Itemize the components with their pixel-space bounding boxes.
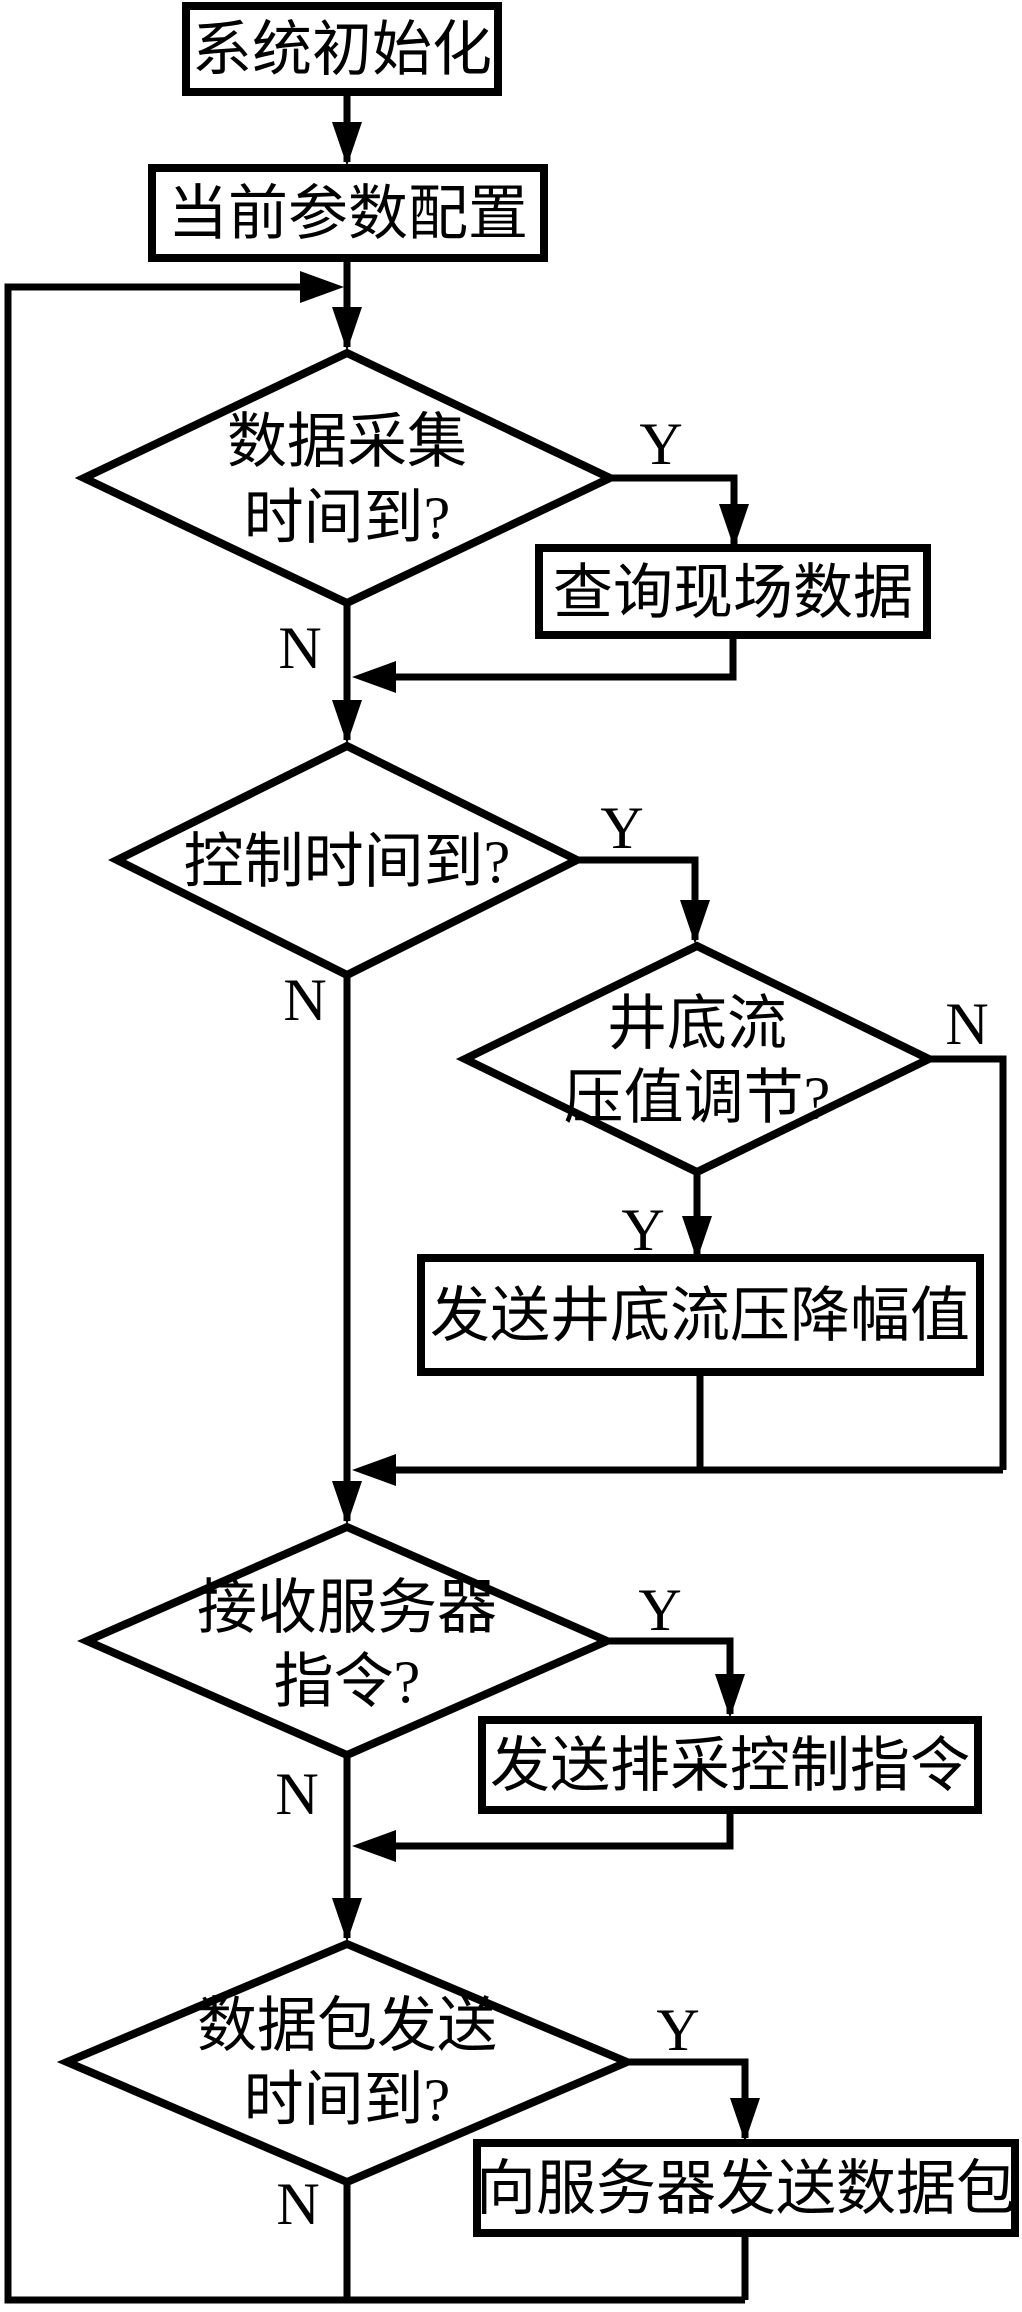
bhp-adjust-line2: 压值调节? (564, 1065, 831, 1131)
edge-collect-yes (610, 474, 738, 544)
packet-time-diamond (56, 1939, 638, 2187)
packet-time-no-label: N (276, 2171, 319, 2237)
node-query-field-data: 查询现场数据 (535, 544, 931, 639)
collect-time-no-label: N (278, 615, 321, 681)
node-param-config: 当前参数配置 (148, 164, 548, 262)
edge-server-yes (607, 1637, 734, 1714)
send-packet-box (473, 2139, 1019, 2237)
bhp-adjust-diamond (455, 941, 939, 1177)
node-send-bhp-drop: 发送井底流压降幅值 (417, 1254, 984, 1376)
packet-time-line1: 数据包发送 (197, 1993, 497, 2059)
control-time-line1: 控制时间到? (184, 829, 511, 895)
bhp-adjust-yes-label: Y (621, 1197, 664, 1263)
node-server-cmd-decision: 接收服务器 指令? Y N (77, 1522, 682, 1827)
control-time-yes-label: Y (600, 795, 643, 861)
node-control-time-decision: 控制时间到? Y N (108, 741, 644, 1033)
arrowhead-into-config (332, 122, 362, 166)
bhp-adjust-no-label: N (945, 991, 988, 1057)
arrowhead-into-query-box (719, 504, 749, 548)
send-packet-label: 向服务器发送数据包 (476, 2156, 1016, 2222)
collect-time-line1: 数据采集 (227, 409, 467, 475)
control-time-diamond (108, 741, 586, 980)
query-field-data-label: 查询现场数据 (553, 560, 913, 626)
send-bhp-drop-box (417, 1254, 984, 1376)
init-label: 系统初始化 (192, 17, 492, 83)
edge-bhp-no (929, 1055, 1007, 1470)
arrowhead-into-bhp-decision (680, 900, 710, 944)
param-config-label: 当前参数配置 (168, 181, 528, 247)
server-cmd-no-label: N (275, 1761, 318, 1827)
edge-query-to-junction1 (396, 635, 737, 681)
server-cmd-diamond (77, 1522, 617, 1760)
edge-return-loop (4, 283, 745, 2304)
edge-control-yes (577, 856, 699, 940)
arrowhead-junction3 (352, 1830, 396, 1862)
server-cmd-line1: 接收服务器 (197, 1575, 497, 1641)
arrowhead-into-sendpacket-box (730, 2098, 760, 2142)
arrowhead-into-sendbhp-box (682, 1216, 712, 1260)
arrowhead-junction2 (352, 1454, 396, 1486)
node-packet-time-decision: 数据包发送 时间到? Y N (56, 1939, 700, 2237)
edge-packet-yes (627, 2058, 749, 2138)
node-send-packet: 向服务器发送数据包 (473, 2139, 1019, 2237)
arrowhead-into-control-decision (332, 700, 362, 744)
arrowhead-loop-entry (300, 271, 344, 303)
collect-time-diamond (74, 348, 620, 608)
node-bhp-adjust-decision: 井底流 压值调节? N Y (455, 941, 989, 1263)
arrowhead-into-server-decision (332, 1481, 362, 1525)
send-drainage-cmd-box (478, 1716, 982, 1814)
node-collect-time-decision: 数据采集 时间到? Y N (74, 348, 683, 681)
server-cmd-line2: 指令? (274, 1649, 421, 1715)
packet-time-line2: 时间到? (244, 2067, 451, 2133)
arrowhead-into-collect-decision (332, 307, 362, 351)
server-cmd-yes-label: Y (638, 1577, 681, 1643)
arrowhead-into-drainage-box (715, 1674, 745, 1718)
collect-time-line2: 时间到? (244, 485, 451, 551)
arrowhead-into-packet-decision (332, 1898, 362, 1942)
query-field-data-box (535, 544, 931, 639)
arrowhead-junction1 (352, 661, 396, 693)
collect-time-yes-label: Y (639, 411, 682, 477)
packet-time-yes-label: Y (656, 1997, 699, 2063)
node-send-drainage-cmd: 发送排采控制指令 (478, 1716, 982, 1814)
node-init: 系统初始化 (182, 2, 502, 96)
param-config-box (148, 164, 548, 262)
init-box (182, 2, 502, 96)
control-time-no-label: N (283, 967, 326, 1033)
edge-drainage-to-junction3 (396, 1810, 734, 1850)
edges (4, 92, 1007, 2304)
send-bhp-drop-label: 发送井底流压降幅值 (430, 1283, 970, 1349)
bhp-adjust-line1: 井底流 (607, 991, 787, 1057)
send-drainage-cmd-label: 发送排采控制指令 (490, 1733, 970, 1799)
